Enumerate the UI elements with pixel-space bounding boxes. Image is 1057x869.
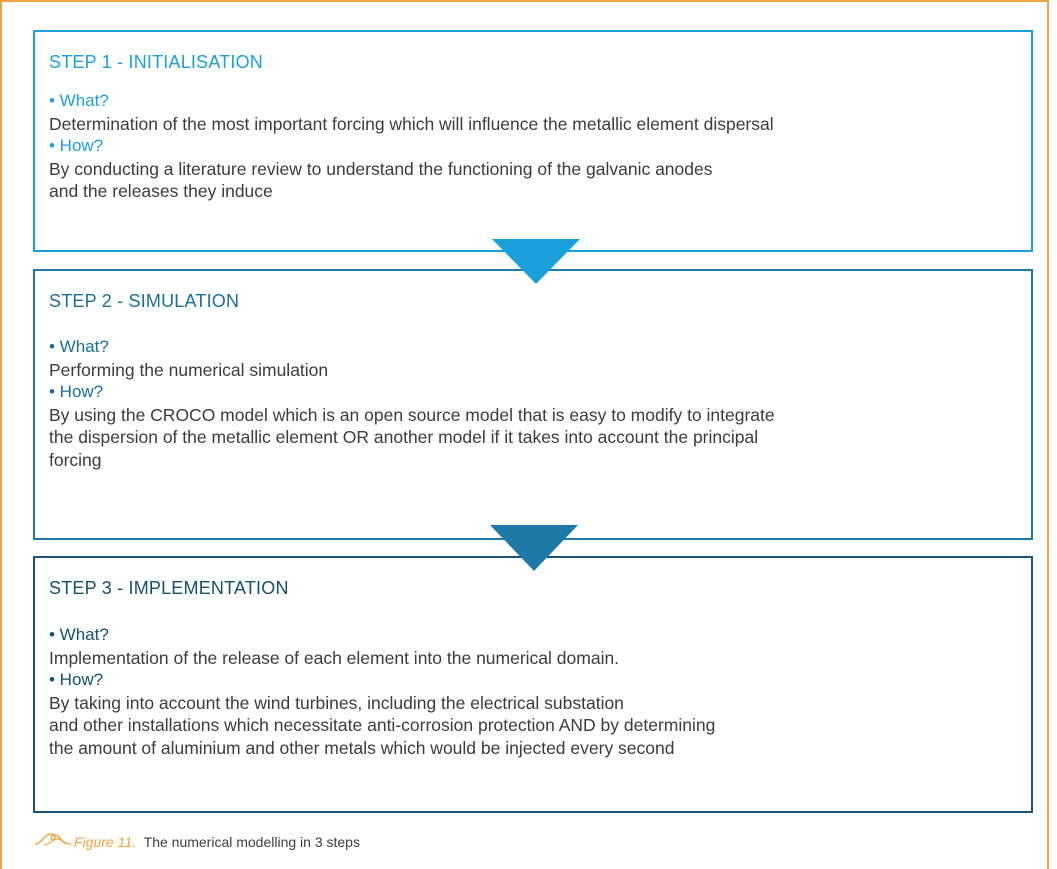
step-3-how-line: the amount of aluminium and other metals…	[49, 737, 675, 758]
step-1-how-line: and the releases they induce	[49, 181, 273, 202]
step-3-box: STEP 3 - IMPLEMENTATION • What? Implemen…	[33, 556, 1033, 813]
down-arrow-icon	[490, 525, 578, 571]
step-3-what-text: Implementation of the release of each el…	[49, 647, 620, 668]
step-1-box: STEP 1 - INITIALISATION • What? Determin…	[33, 30, 1033, 252]
step-3-what-label: • What?	[49, 625, 109, 644]
wave-icon	[34, 833, 72, 846]
step-2-title: STEP 2 - SIMULATION	[49, 291, 240, 311]
step-1-title: STEP 1 - INITIALISATION	[49, 52, 263, 72]
step-2-what-text: Performing the numerical simulation	[49, 359, 329, 380]
step-2-how-line: By using the CROCO model which is an ope…	[49, 404, 775, 425]
step-3-how-label: • How?	[49, 670, 104, 690]
step-2-body: • What? Performing the numerical simulat…	[49, 336, 775, 472]
step-2-box: STEP 2 - SIMULATION • What? Performing t…	[33, 269, 1033, 540]
step-1-what-text: Determination of the most important forc…	[49, 113, 774, 134]
figure-caption: Figure 11. The numerical modelling in 3 …	[74, 834, 360, 850]
step-1-what-label: • What?	[49, 91, 109, 110]
step-2-how-line: forcing	[49, 449, 102, 470]
step-1-how-label: • How?	[49, 136, 104, 156]
down-arrow-icon	[492, 239, 580, 284]
step-3-how-line: By taking into account the wind turbines…	[49, 692, 624, 713]
step-1-body: • What? Determination of the most import…	[49, 90, 774, 203]
step-2-how-line: the dispersion of the metallic element O…	[49, 427, 759, 448]
figure-label: Figure 11.	[74, 834, 136, 850]
step-2-how-label: • How?	[49, 382, 104, 402]
figure-caption-text: The numerical modelling in 3 steps	[143, 834, 360, 850]
step-3-title: STEP 3 - IMPLEMENTATION	[49, 578, 289, 598]
step-3-body: • What? Implementation of the release of…	[49, 624, 715, 760]
step-1-how-line: By conducting a literature review to und…	[49, 158, 713, 179]
page-frame-left-edge	[0, 0, 2, 869]
step-3-how-line: and other installations which necessitat…	[49, 715, 716, 736]
step-2-what-label: • What?	[49, 337, 109, 356]
